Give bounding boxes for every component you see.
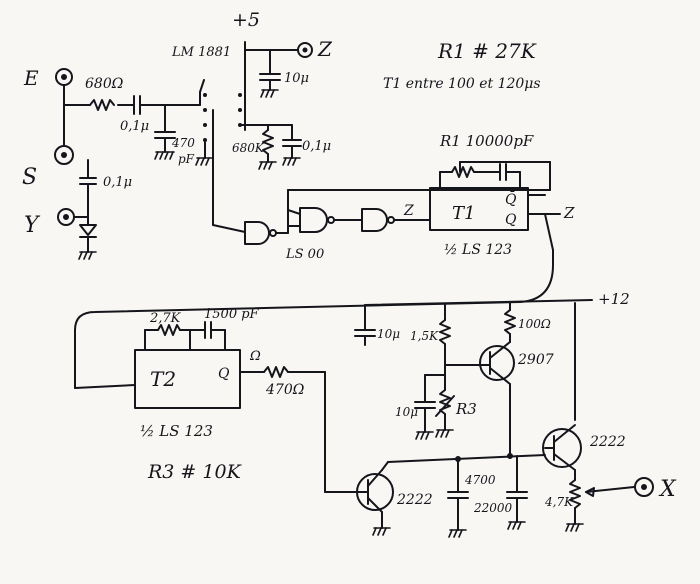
r-680k-label: 680K (232, 141, 265, 155)
input-s-label: S (22, 165, 37, 190)
half-ls123-a-label: ½ LS 123 (444, 242, 512, 258)
gate-z-label: Z (403, 203, 414, 219)
t2-section (134, 321, 361, 493)
r-47k-label: 4,7K (544, 495, 574, 509)
t2-label: T2 (150, 367, 176, 391)
c-10u-top-label: 10μ (284, 71, 309, 86)
r3-note: R3 # 10K (147, 461, 243, 483)
r-470-label: 470Ω (265, 382, 305, 398)
q2-label: Q (218, 366, 230, 382)
r-15k-label: 1,5K (410, 329, 439, 343)
r-27k-label: 2,7K (149, 311, 182, 326)
r3-label: R3 (455, 400, 477, 418)
output-x-label: X (658, 477, 677, 502)
r1-note: R1 # 27K (437, 39, 537, 63)
output-z-top-label: Z (317, 37, 333, 61)
c-01-a-label: 0,1μ (120, 119, 149, 134)
output-stage (354, 299, 654, 538)
omega-label: Ω (249, 349, 261, 364)
c-01-c-label: 0,1μ (302, 139, 331, 154)
r1-c1-label: R1 10000pF (439, 132, 534, 150)
c-470-unit-label: pF (178, 152, 195, 166)
supply-plus5-label: +5 (232, 9, 260, 31)
c-470-label: 470 (171, 136, 195, 150)
c-10u-low-label: 10μ (395, 405, 418, 419)
q-2222-a-label: 2222 (396, 492, 433, 508)
q-2907-label: 2907 (517, 352, 554, 368)
r-680-label: 680Ω (85, 76, 124, 92)
supply-plus12-label: +12 (598, 290, 630, 308)
c-22000-label: 22000 (473, 501, 513, 515)
t1-timing-note: T1 entre 100 et 120μs (383, 76, 541, 92)
c-4700-label: 4700 (464, 473, 496, 487)
ls00-t1-section (74, 161, 561, 389)
c-10u-mid-label: 10μ (377, 327, 400, 341)
z-right-label: Z (563, 204, 575, 222)
ls00-label: LS 00 (285, 247, 324, 262)
c-1500-label: 1500 pF (204, 307, 260, 322)
r-100-label: 100Ω (518, 317, 551, 331)
q-2222-b-label: 2222 (589, 434, 626, 450)
c-01-b-label: 0,1μ (103, 175, 132, 190)
t1-label: T1 (452, 203, 475, 224)
input-section (54, 68, 201, 260)
lm1881-section (195, 41, 313, 233)
half-ls123-b-label: ½ LS 123 (140, 422, 213, 440)
q-bar-label: Q̄ (505, 190, 517, 208)
q-label: Q (505, 212, 517, 228)
input-y-label: Y (24, 213, 41, 238)
input-e-label: E (23, 66, 39, 90)
lm1881-label: LM 1881 (171, 45, 231, 60)
